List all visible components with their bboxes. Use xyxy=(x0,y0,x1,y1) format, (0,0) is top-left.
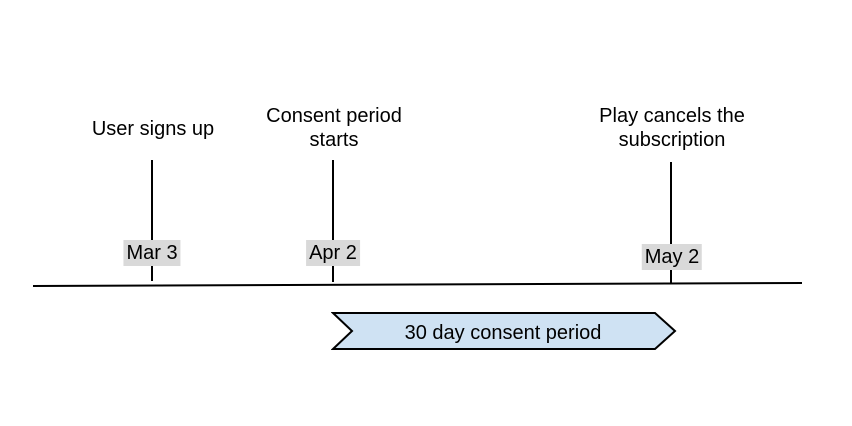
event-label-consent-start: Consent period starts xyxy=(266,105,402,151)
timeline-line xyxy=(32,282,803,287)
date-badge-apr-2: Apr 2 xyxy=(306,240,360,266)
date-badge-mar-3: Mar 3 xyxy=(123,240,181,266)
consent-period-banner xyxy=(331,312,677,350)
event-label-cancel: Play cancels the subscription xyxy=(599,105,745,151)
consent-period-banner-label: 30 day consent period xyxy=(404,322,602,344)
date-badge-may-2: May 2 xyxy=(641,244,703,270)
event-label-signup: User signs up xyxy=(91,118,215,140)
consent-period-arrow-shape xyxy=(331,312,677,350)
